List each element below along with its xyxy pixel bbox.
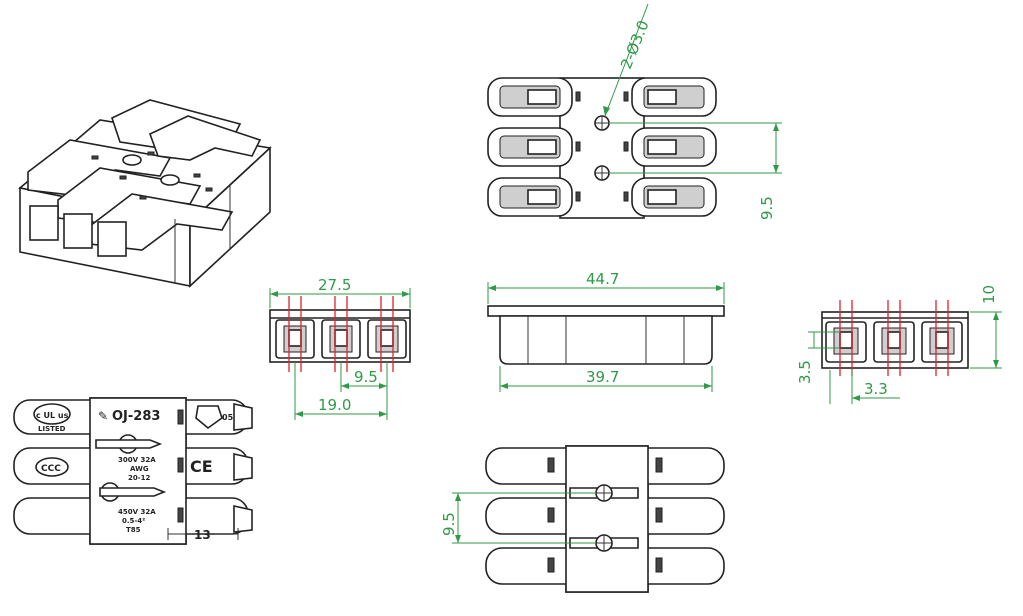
rating-1: 300V 32A bbox=[118, 456, 156, 464]
rating-5: 0.5-4² bbox=[122, 517, 145, 525]
dim-strip-length: 13 bbox=[194, 528, 211, 542]
mark-ce: CE bbox=[190, 457, 213, 476]
mark-05: 05 bbox=[222, 413, 234, 422]
ccc-mark-icon bbox=[35, 457, 69, 477]
front-cell-2 bbox=[321, 319, 361, 359]
rear-view: 10 3.5 3.3 bbox=[796, 285, 1002, 404]
dim-bottom-pitch: 9.5 bbox=[440, 512, 458, 536]
dim-side-height: 10 bbox=[980, 285, 998, 304]
rating-3: 20-12 bbox=[128, 474, 151, 482]
mark-ccc: CCC bbox=[41, 464, 61, 474]
dim-front-width: 27.5 bbox=[318, 276, 351, 294]
front-view: 27.5 9.5 19.0 bbox=[269, 276, 411, 420]
dim-side-slot: 3.3 bbox=[864, 380, 888, 398]
rating-6: T85 bbox=[126, 526, 141, 534]
top-lever-row-2 bbox=[487, 127, 717, 167]
front-cell-3 bbox=[367, 319, 407, 359]
rear-cell-3 bbox=[921, 321, 963, 363]
ul-mark-icon bbox=[33, 403, 71, 425]
mark-listed: LISTED bbox=[38, 425, 66, 433]
dim-body-length: 44.7 bbox=[586, 270, 619, 288]
side-view: 44.7 39.7 bbox=[487, 270, 725, 392]
wrench-icon: ✎ bbox=[98, 409, 108, 423]
rear-cell-2 bbox=[873, 321, 915, 363]
rear-cell-1 bbox=[825, 321, 867, 363]
dim-top-pitch: 9.5 bbox=[758, 196, 776, 220]
mark-ul: c UL us bbox=[36, 411, 69, 420]
top-view: 2-Ø3.0 9.5 bbox=[487, 3, 782, 220]
label-view: c UL us LISTED CCC OJ-283 ✎ 300V 32A AWG… bbox=[13, 397, 253, 545]
dim-side-offset: 3.5 bbox=[796, 360, 814, 384]
dim-front-pitch: 9.5 bbox=[354, 368, 378, 386]
rating-4: 450V 32A bbox=[118, 508, 156, 516]
model-name: OJ-283 bbox=[112, 409, 160, 424]
dim-body-inner-length: 39.7 bbox=[586, 368, 619, 386]
isometric-view bbox=[18, 99, 272, 288]
top-lever-row-1 bbox=[487, 77, 717, 117]
dim-front-span: 19.0 bbox=[318, 396, 351, 414]
top-lever-row-3 bbox=[487, 177, 717, 217]
bottom-view: 9.5 bbox=[440, 445, 725, 593]
front-cell-1 bbox=[275, 319, 315, 359]
approval-mark-icon bbox=[195, 405, 223, 430]
rating-2: AWG bbox=[130, 465, 149, 473]
dim-holes: 2-Ø3.0 bbox=[617, 18, 653, 72]
